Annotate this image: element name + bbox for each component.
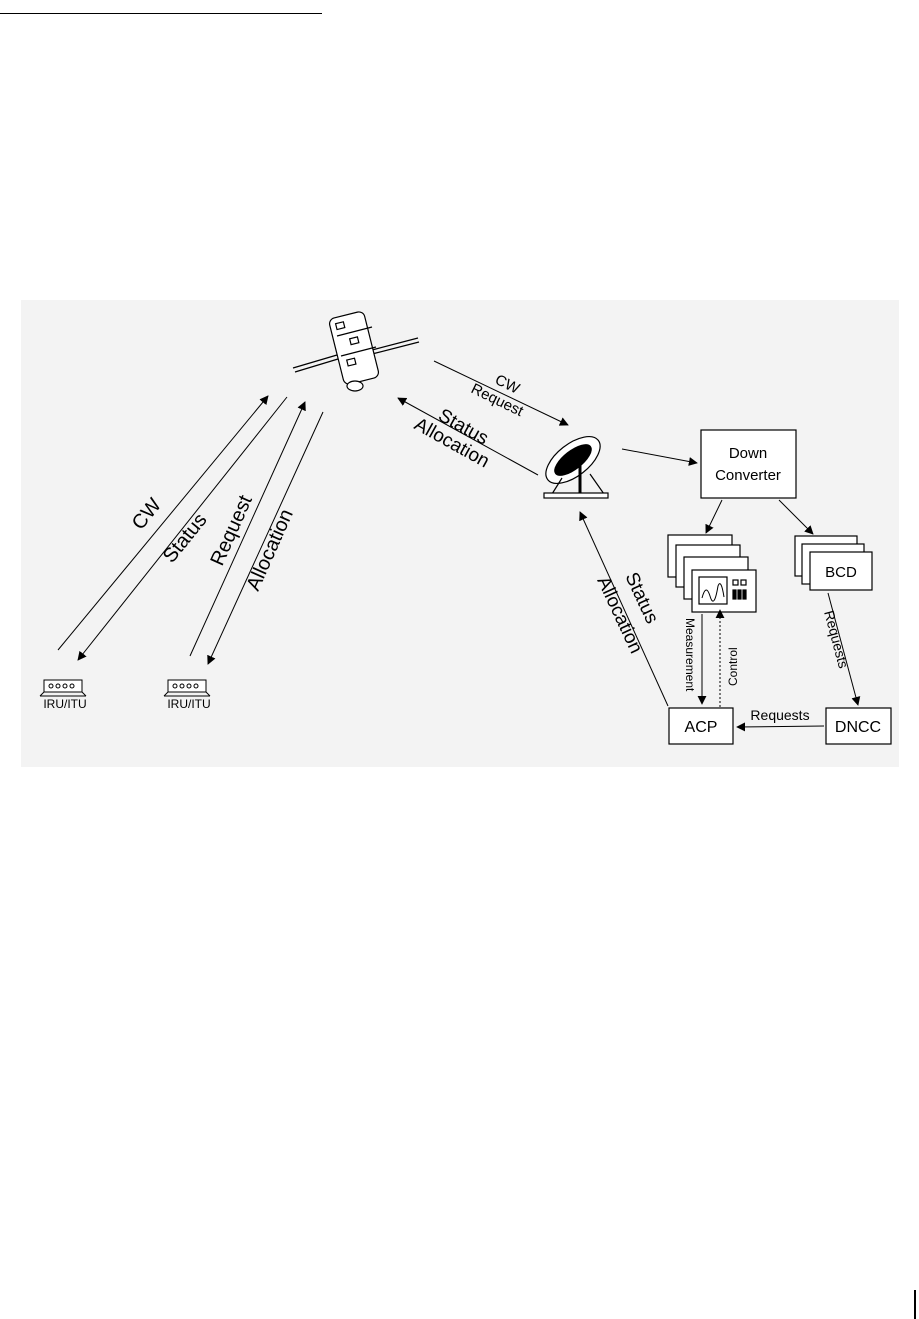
- label-requests-bcd: Requests: [821, 609, 852, 670]
- satellite-icon: [292, 311, 420, 392]
- label-control: Control: [726, 647, 740, 686]
- dish-to-converter-arrow: [621, 448, 698, 466]
- bcd-box: [794, 535, 873, 591]
- terminal-label-right: IRU/ITU: [167, 697, 210, 711]
- terminal-links: [57, 395, 324, 665]
- dish-antenna-icon: [543, 436, 609, 499]
- dncc-to-acp-arrow: [736, 722, 825, 732]
- terminal-icon: [39, 679, 87, 697]
- label-requests-dncc: Requests: [750, 707, 809, 723]
- down-converter-box: Down Converter: [700, 429, 797, 499]
- terminal-icon: [163, 679, 211, 697]
- label-request-terminal: Request: [206, 492, 257, 569]
- terminal-label-left: IRU/ITU: [43, 697, 86, 711]
- label-cw-terminal: CW: [128, 494, 166, 534]
- diagram-panel: [21, 300, 899, 767]
- satellite-hub-links: [397, 360, 569, 476]
- page-edge-bar: [914, 1290, 916, 1319]
- label-allocation-terminal: Allocation: [242, 506, 297, 594]
- dncc-box: DNCC: [825, 707, 892, 745]
- spectrum-analyzer-icon: [667, 534, 757, 613]
- down-converter-label-2: Converter: [715, 467, 781, 484]
- dncc-label: DNCC: [835, 719, 881, 736]
- acp-label: ACP: [685, 719, 718, 736]
- bcd-to-dncc-arrow: [827, 592, 861, 706]
- top-rule: [0, 13, 322, 14]
- acp-box: ACP: [668, 707, 734, 745]
- converter-to-analyzer-arrow: [705, 499, 723, 534]
- bcd-label: BCD: [825, 564, 857, 581]
- acp-to-dish-arrow: [579, 511, 669, 707]
- label-measurement: Measurement: [683, 618, 697, 692]
- converter-to-bcd-arrow: [778, 499, 814, 535]
- down-converter-label-1: Down: [729, 445, 767, 462]
